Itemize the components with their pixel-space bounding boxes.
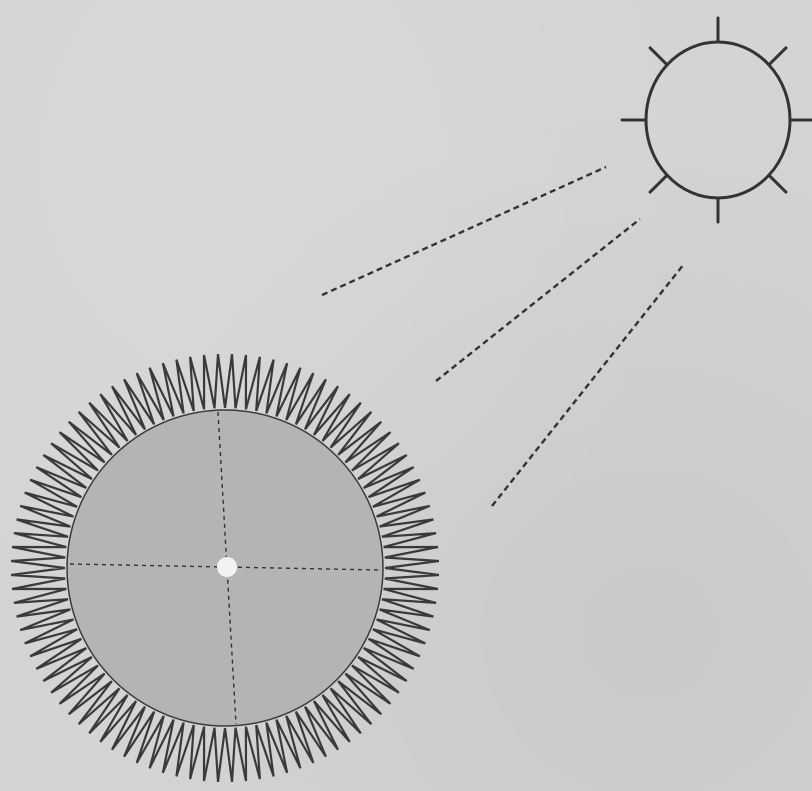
sun-icon [622, 18, 812, 222]
serrated-disc [11, 354, 439, 782]
light-ray [436, 219, 640, 381]
sun-ray [769, 48, 786, 65]
light-ray [492, 264, 684, 506]
sun-ray [650, 48, 667, 65]
light-rays [322, 167, 684, 506]
sun-ray [650, 175, 667, 192]
sun-rays [622, 18, 812, 222]
sun-ray [769, 175, 786, 192]
light-ray [322, 167, 606, 295]
disc-center-dot [217, 557, 237, 577]
